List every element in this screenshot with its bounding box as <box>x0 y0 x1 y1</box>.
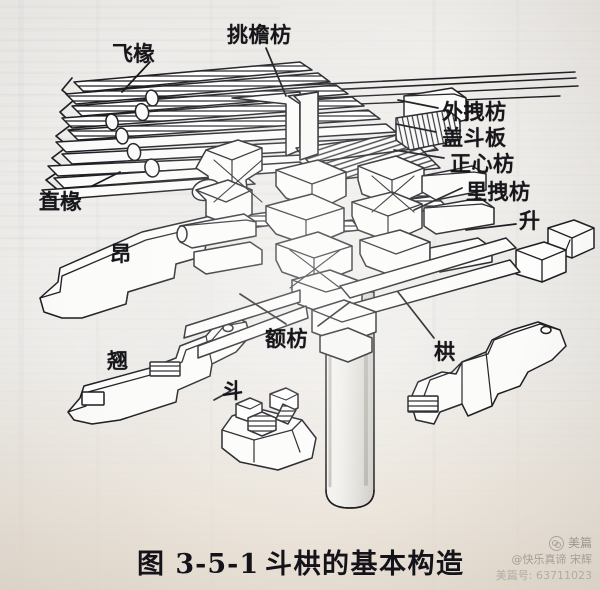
leader-zhichuan <box>91 171 121 187</box>
label-gong: 栱 <box>434 340 456 364</box>
meipian-logo-icon <box>548 535 564 551</box>
label-lizhuaifang: 里拽枋 <box>466 180 531 204</box>
watermark-brand: 美篇 <box>567 535 592 550</box>
label-zhengxinfang: 正心枋 <box>450 152 515 176</box>
leader-lines <box>91 47 517 401</box>
label-zhichuan: 直椽 <box>39 190 82 214</box>
leader-efang <box>239 293 287 325</box>
label-qiao: 翘 <box>107 349 129 373</box>
watermark-author: @快乐真谛 宋辉 <box>511 553 593 567</box>
figure-caption-number: 图 3-5-1 <box>137 549 260 580</box>
leader-dou <box>213 387 237 401</box>
label-ang: 昂 <box>110 242 132 266</box>
label-waizhuaifang: 外拽枋 <box>442 100 507 124</box>
watermark-account: 美篇号: 63711023 <box>495 569 592 583</box>
label-feichuan: 飞椽 <box>112 42 155 66</box>
label-tiaoyanfang: 挑檐枋 <box>227 23 292 47</box>
leader-waizhuaifang <box>397 99 439 109</box>
label-efang: 额枋 <box>265 327 308 351</box>
leader-gaidouban <box>395 123 437 133</box>
leader-tiaoyanfang <box>265 47 287 97</box>
dougong-cluster <box>176 87 521 363</box>
leader-lizhuaifang <box>413 187 463 211</box>
sheng-block <box>515 219 595 283</box>
leader-sheng <box>465 223 517 231</box>
figure-caption-title: 斗栱的基本构造 <box>265 549 465 580</box>
leader-gong <box>397 291 435 339</box>
watermark-brand-row: 美篇 <box>496 535 592 552</box>
watermark: 美篇 @快乐真谛 宋辉 美篇号: 63711023 <box>496 535 592 584</box>
art-ink-group <box>39 47 595 509</box>
leader-zhengxinfang <box>393 149 445 159</box>
leader-efang-2 <box>317 301 351 327</box>
label-dou: 斗 <box>222 379 244 403</box>
dou-block <box>221 387 317 471</box>
gong-member <box>407 321 567 425</box>
label-gaidouban: 盖斗板 <box>442 126 507 150</box>
label-sheng: 升 <box>519 209 541 233</box>
leader-feichuan <box>121 61 151 93</box>
